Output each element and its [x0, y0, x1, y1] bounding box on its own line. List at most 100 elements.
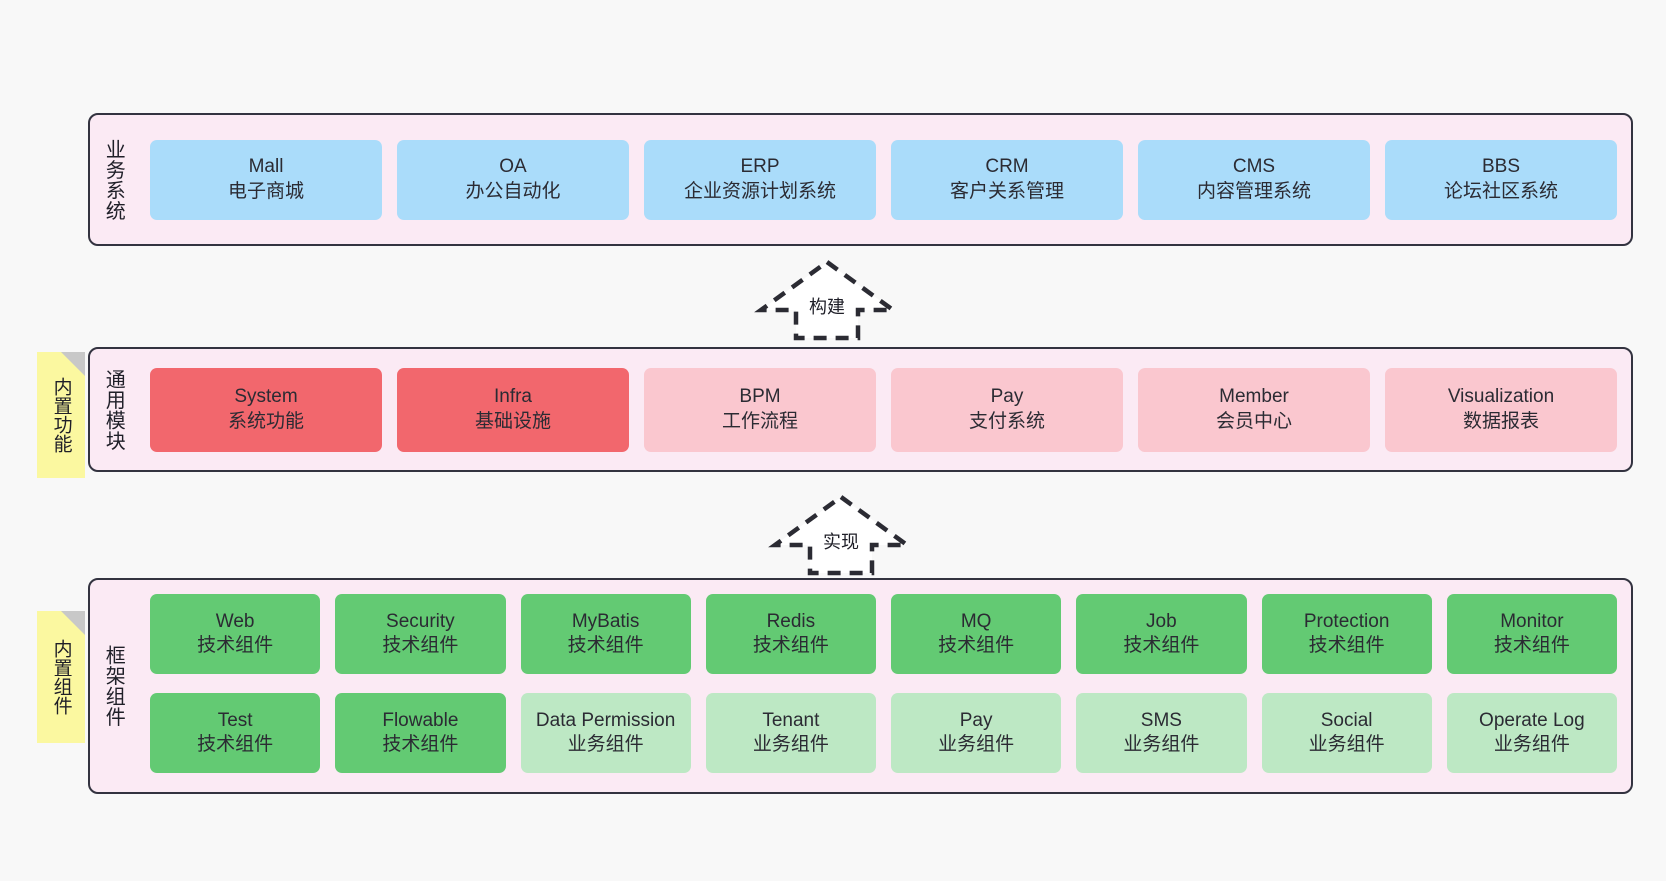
framework-card-web[interactable]: Web 技术组件 [150, 594, 321, 674]
card-title-en: Infra [493, 386, 533, 408]
arrow-build-label: 构建 [809, 297, 845, 317]
framework-card-test[interactable]: Test 技术组件 [150, 693, 321, 773]
card-title-en: Visualization [1447, 386, 1555, 408]
card-title-en: CMS [1232, 156, 1276, 178]
card-title-en: Test [217, 709, 253, 731]
card-title-en: MyBatis [571, 610, 640, 632]
card-title-en: CRM [985, 156, 1029, 178]
card-title-en: Social [1320, 709, 1373, 731]
framework-card-protection[interactable]: Protection 技术组件 [1261, 594, 1432, 674]
card-title-en: Security [386, 610, 455, 632]
arrow-build: 构建 [754, 258, 900, 342]
card-title-cn: 技术组件 [1493, 635, 1570, 656]
card-title-cn: 会员中心 [1215, 410, 1292, 432]
framework-card-social[interactable]: Social 业务组件 [1261, 693, 1432, 773]
note-builtin-components-label: 内置组件 [50, 639, 72, 715]
card-title-en: ERP [740, 156, 780, 178]
framework-layer-title: 框架组件 [102, 645, 125, 727]
card-title-cn: 业务组件 [938, 734, 1015, 755]
card-title-en: MQ [960, 610, 992, 632]
card-title-cn: 业务组件 [1123, 734, 1200, 755]
arrow-implement-label: 实现 [823, 532, 859, 552]
business-layer-title: 业务系统 [102, 138, 125, 221]
framework-card-monitor[interactable]: Monitor 技术组件 [1446, 594, 1617, 674]
card-title-en: Operate Log [1479, 709, 1585, 731]
card-title-cn: 电子商城 [227, 180, 304, 202]
note-fold-corner-icon [61, 611, 85, 635]
note-builtin-functions: 内置功能 [37, 352, 85, 478]
framework-card-tenant[interactable]: Tenant 业务组件 [705, 693, 876, 773]
card-title-en: BPM [739, 386, 781, 408]
card-title-cn: 技术组件 [197, 635, 274, 656]
framework-card-security[interactable]: Security 技术组件 [335, 594, 506, 674]
card-title-en: SMS [1140, 709, 1182, 731]
card-title-cn: 技术组件 [197, 734, 274, 755]
card-title-cn: 技术组件 [567, 635, 644, 656]
framework-card-job[interactable]: Job 技术组件 [1076, 594, 1247, 674]
card-title-en: Flowable [382, 709, 459, 731]
note-fold-corner-icon [61, 352, 85, 376]
card-title-en: Pay [990, 386, 1024, 408]
card-title-cn: 业务组件 [1493, 734, 1570, 755]
card-title-cn: 技术组件 [382, 734, 459, 755]
note-builtin-components: 内置组件 [37, 611, 85, 743]
card-title-en: BBS [1481, 156, 1521, 178]
card-title-en: System [234, 386, 298, 408]
framework-card-pay[interactable]: Pay 业务组件 [891, 693, 1062, 773]
framework-card-mq[interactable]: MQ 技术组件 [891, 594, 1062, 674]
card-title-cn: 客户关系管理 [949, 180, 1064, 202]
card-title-en: Pay [959, 709, 993, 731]
card-title-en: Data Permission [535, 709, 676, 731]
card-title-cn: 技术组件 [1308, 635, 1385, 656]
card-title-cn: 技术组件 [382, 635, 459, 656]
card-title-cn: 基础设施 [474, 410, 551, 432]
framework-card-redis[interactable]: Redis 技术组件 [705, 594, 876, 674]
card-title-cn: 业务组件 [1308, 734, 1385, 755]
card-title-cn: 业务组件 [567, 734, 644, 755]
card-title-en: Redis [766, 610, 816, 632]
card-title-cn: 论坛社区系统 [1443, 180, 1558, 202]
card-title-en: Member [1219, 386, 1289, 408]
card-title-cn: 工作流程 [721, 410, 798, 432]
card-title-en: OA [499, 156, 527, 178]
card-title-cn: 技术组件 [938, 635, 1015, 656]
framework-card-sms[interactable]: SMS 业务组件 [1076, 693, 1247, 773]
card-title-cn: 支付系统 [968, 410, 1045, 432]
card-title-cn: 业务组件 [752, 734, 829, 755]
card-title-en: Web [215, 610, 255, 632]
card-title-en: Monitor [1500, 610, 1564, 632]
framework-card-operate-log[interactable]: Operate Log 业务组件 [1446, 693, 1617, 773]
module-layer-title: 通用模块 [102, 368, 125, 451]
framework-card-data-permission[interactable]: Data Permission 业务组件 [520, 693, 691, 773]
framework-card-flowable[interactable]: Flowable 技术组件 [335, 693, 506, 773]
note-builtin-functions-label: 内置功能 [50, 377, 72, 453]
card-title-en: Tenant [762, 709, 820, 731]
card-title-cn: 技术组件 [752, 635, 829, 656]
card-title-en: Protection [1303, 610, 1390, 632]
card-title-cn: 企业资源计划系统 [683, 180, 836, 202]
card-title-en: Job [1146, 610, 1177, 632]
card-title-cn: 办公自动化 [465, 180, 561, 202]
framework-card-mybatis[interactable]: MyBatis 技术组件 [520, 594, 691, 674]
card-title-cn: 数据报表 [1462, 410, 1539, 432]
card-title-cn: 技术组件 [1123, 635, 1200, 656]
